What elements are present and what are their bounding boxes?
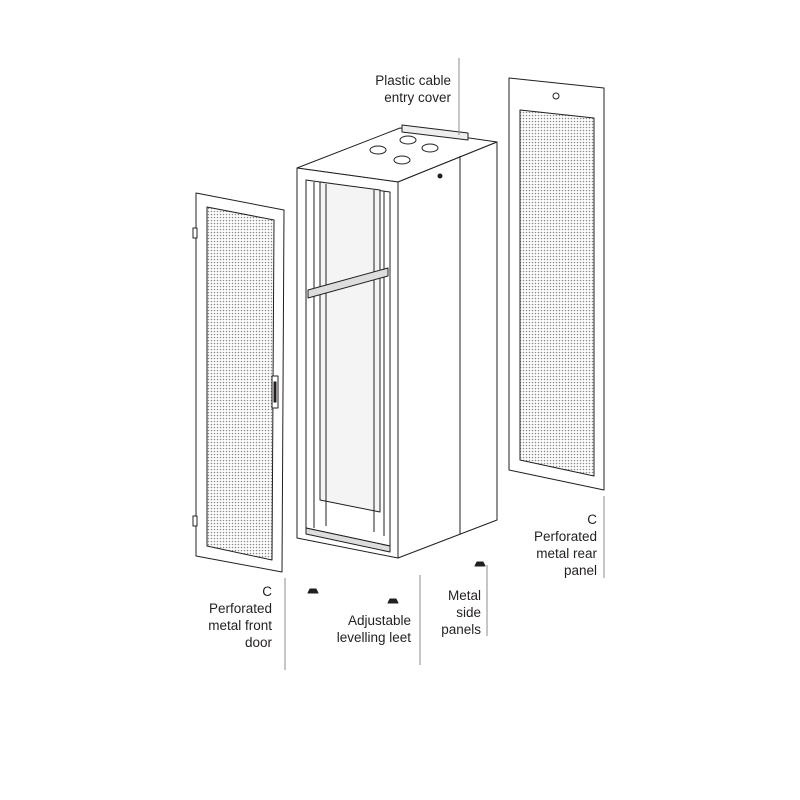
label-line: Perforated: [533, 529, 597, 544]
label-line: levelling leet: [336, 630, 411, 645]
label-marker: C: [587, 512, 597, 527]
cabinet-body: [296, 124, 498, 559]
label-line: metal front: [208, 618, 272, 633]
label-line: Adjustable: [347, 613, 411, 628]
levelling-feet: [307, 561, 486, 604]
label-line: metal rear: [536, 546, 597, 561]
label-cable-entry-cover: Plastic cable entry cover: [375, 72, 451, 106]
rear-panel: [508, 77, 605, 491]
label-marker: C: [262, 584, 272, 599]
label-rear-panel: C Perforated metal rear panel: [534, 511, 597, 579]
front-door: [192, 192, 285, 573]
label-line: Plastic cable: [375, 73, 451, 88]
label-levelling-feet: Adjustable levelling leet: [337, 612, 411, 646]
label-line: side: [456, 605, 481, 620]
label-front-door: C Perforated metal front door: [208, 583, 272, 651]
label-line: Metal: [447, 588, 481, 603]
label-line: door: [244, 635, 272, 650]
label-side-panels: Metal side panels: [441, 587, 481, 638]
label-line: entry cover: [384, 90, 451, 105]
label-line: panels: [441, 622, 481, 637]
label-line: panel: [563, 563, 597, 578]
label-line: Perforated: [208, 601, 272, 616]
